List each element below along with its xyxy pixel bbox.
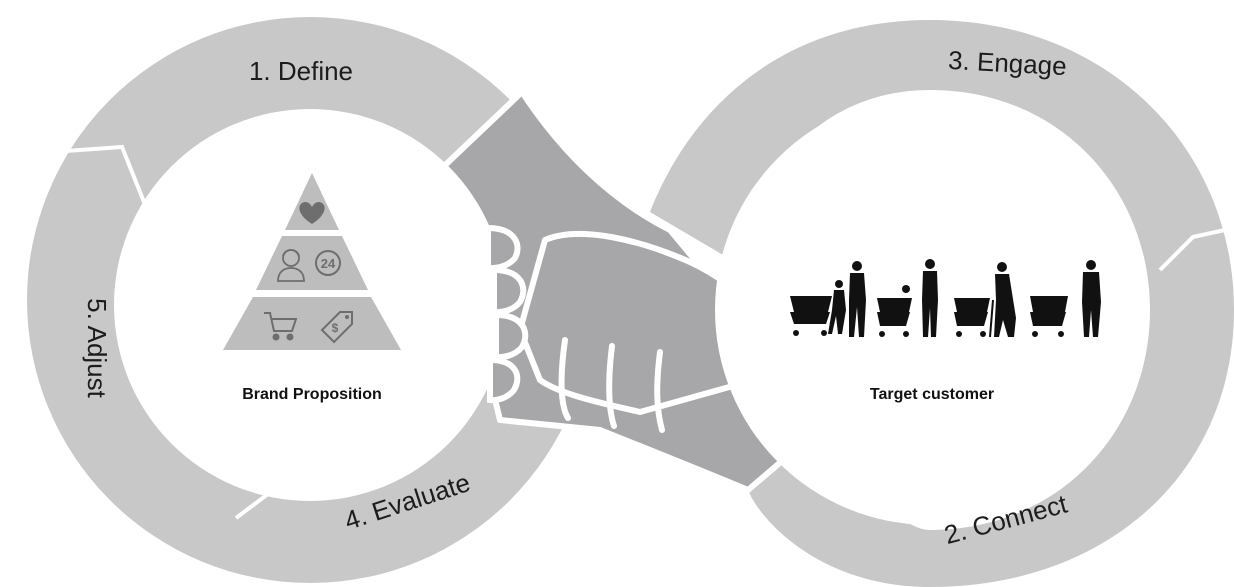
brand-pyramid: 24 $ (223, 173, 401, 350)
24-hours-icon: 24 (315, 250, 341, 276)
finger-bumps (485, 224, 529, 404)
shopping-cart-icon (264, 312, 298, 341)
right-ring (650, 20, 1234, 587)
pyramid-top (285, 173, 339, 230)
pyramid-middle (256, 236, 368, 290)
stage-adjust-label: 5. Adjust (82, 298, 112, 399)
person-icon (277, 249, 305, 282)
stage-engage-label: 3. Engage (947, 45, 1067, 81)
stage-define-label: 1. Define (249, 56, 353, 86)
shopper-group-2 (877, 259, 938, 337)
shoppers-illustration (790, 259, 1101, 338)
right-center-disc (715, 95, 1145, 525)
brand-proposition-label: Brand Proposition (242, 386, 382, 403)
pyramid-bottom (223, 297, 401, 350)
24-hours-badge: 24 (321, 256, 336, 271)
price-tag-symbol: $ (332, 321, 339, 335)
target-customer-label: Target customer (870, 386, 994, 403)
shopper-group-1 (790, 261, 866, 337)
price-tag-icon: $ (320, 311, 353, 344)
shopper-group-3 (954, 262, 1016, 338)
heart-icon (299, 202, 325, 224)
shopper-group-4 (1030, 260, 1101, 337)
